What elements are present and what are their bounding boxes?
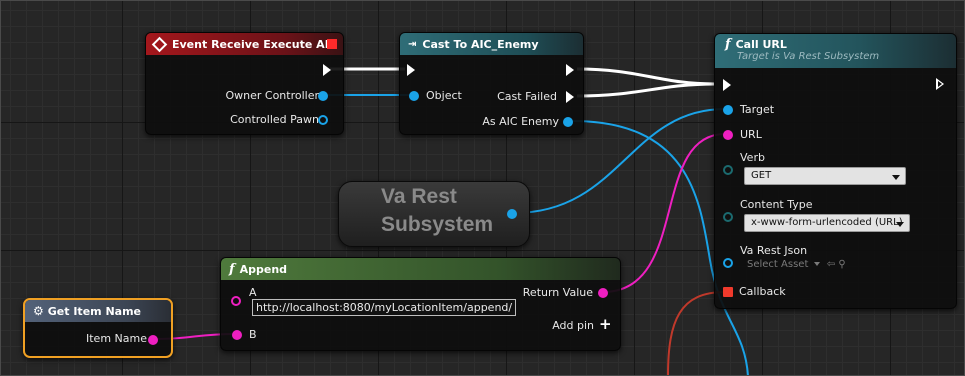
event-diamond-icon [151, 36, 168, 52]
verb-dropdown[interactable]: GET [744, 167, 906, 185]
cast-failed-exec-pin[interactable] [566, 91, 574, 103]
exec-wire-cast-to-callurl [576, 67, 716, 86]
select-asset-value: Select Asset [747, 259, 809, 270]
target-label: Target [740, 103, 775, 116]
va-rest-subsystem-node[interactable]: Va Rest Subsystem [338, 181, 530, 247]
event-node-header[interactable]: Event Receive Execute AI [146, 33, 343, 55]
return-value-label: Return Value [522, 286, 593, 299]
add-pin-plus-icon[interactable]: + [599, 315, 612, 333]
append-a-input[interactable]: http://localhost:8080/myLocationItem/app… [252, 299, 517, 316]
url-pin[interactable] [723, 130, 733, 140]
append-a-label: A [249, 286, 257, 299]
item-name-pin[interactable] [148, 335, 158, 345]
verb-pin[interactable] [723, 165, 733, 175]
object-wire-varest-to-target [513, 108, 726, 214]
object-wire-aicenemy [571, 120, 749, 376]
item-name-label: Item Name [86, 332, 147, 345]
cast-failed-label: Cast Failed [497, 90, 557, 103]
verb-label: Verb [740, 151, 765, 164]
add-pin-label[interactable]: Add pin [552, 319, 594, 332]
call-url-exec-out-pin[interactable] [936, 78, 944, 90]
url-label: URL [740, 128, 762, 141]
cast-object-pin[interactable] [409, 91, 419, 101]
cast-exec-in-pin[interactable] [407, 64, 415, 76]
chevron-down-icon [896, 222, 904, 227]
exec-wire-castfailed-to-callurl [576, 82, 716, 98]
as-aic-enemy-pin[interactable] [563, 117, 573, 127]
cast-node-title: Cast To AIC_Enemy [422, 37, 539, 51]
callback-pin[interactable] [723, 287, 733, 297]
use-selected-arrow-icon[interactable]: ⇦ [826, 259, 836, 270]
call-url-header[interactable]: f Call URL Target is Va Rest Subsystem [715, 34, 956, 68]
call-url-title: Call URL [735, 38, 787, 51]
as-aic-enemy-label: As AIC Enemy [482, 115, 559, 128]
target-pin[interactable] [723, 105, 733, 115]
function-icon: f [229, 261, 235, 277]
cast-exec-out-pin[interactable] [566, 64, 574, 76]
get-item-name-node[interactable]: ⚙ Get Item Name Item Name [23, 298, 173, 358]
va-rest-title-line1: Va Rest [381, 185, 457, 208]
call-url-node[interactable]: f Call URL Target is Va Rest Subsystem Ta… [714, 33, 957, 309]
call-url-exec-in-pin[interactable] [723, 79, 731, 91]
va-rest-title-line2: Subsystem [381, 213, 494, 236]
content-type-pin[interactable] [723, 212, 733, 222]
owner-controller-pin[interactable] [318, 91, 328, 101]
va-rest-json-pin[interactable] [723, 258, 733, 268]
chevron-down-icon [813, 262, 820, 266]
cast-node-header[interactable]: ⇥ Cast To AIC_Enemy [400, 33, 583, 55]
event-node-title: Event Receive Execute AI [172, 37, 329, 51]
function-icon: f [725, 37, 731, 52]
event-receive-execute-ai-node[interactable]: Event Receive Execute AI Owner Controlle… [145, 32, 344, 135]
append-header[interactable]: f Append [221, 258, 620, 280]
append-title: Append [239, 262, 288, 276]
string-wire-return-to-url [602, 133, 726, 293]
return-value-pin[interactable] [598, 288, 608, 298]
delegate-wire-callback [667, 291, 726, 376]
get-item-name-header[interactable]: ⚙ Get Item Name [25, 300, 171, 322]
cast-arrow-icon: ⇥ [408, 38, 417, 50]
append-a-pin[interactable] [231, 296, 241, 306]
append-a-value: http://localhost:8080/myLocationItem/app… [256, 301, 513, 314]
append-b-label: B [249, 328, 257, 341]
va-rest-output-pin[interactable] [507, 209, 517, 219]
call-url-subtitle: Target is Va Rest Subsystem [737, 51, 880, 62]
browse-search-icon[interactable]: ⚲ [838, 259, 846, 270]
cast-object-label: Object [426, 89, 462, 102]
chevron-down-icon [892, 175, 900, 180]
append-b-pin[interactable] [232, 330, 242, 340]
cast-to-aic-enemy-node[interactable]: ⇥ Cast To AIC_Enemy Object Cast Failed A… [399, 32, 584, 135]
get-item-name-title: Get Item Name [47, 304, 141, 318]
owner-controller-label: Owner Controller [225, 89, 319, 102]
append-node[interactable]: f Append A http://localhost:8080/myLocat… [220, 257, 621, 351]
content-type-label: Content Type [740, 198, 813, 211]
controlled-pawn-label: Controlled Pawn [230, 113, 319, 126]
content-type-value: x-www-form-urlencoded (URL) [751, 217, 903, 228]
controlled-pawn-pin[interactable] [318, 115, 328, 125]
event-delegate-icon[interactable] [327, 39, 337, 49]
content-type-dropdown[interactable]: x-www-form-urlencoded (URL) [744, 214, 910, 232]
verb-value: GET [751, 170, 772, 181]
va-rest-json-label: Va Rest Json [740, 244, 808, 257]
gear-icon: ⚙ [33, 304, 44, 318]
event-exec-out-pin[interactable] [323, 64, 331, 76]
callback-label: Callback [739, 285, 786, 298]
select-asset-combo[interactable]: Select Asset ⇦ ⚲ [747, 259, 846, 270]
